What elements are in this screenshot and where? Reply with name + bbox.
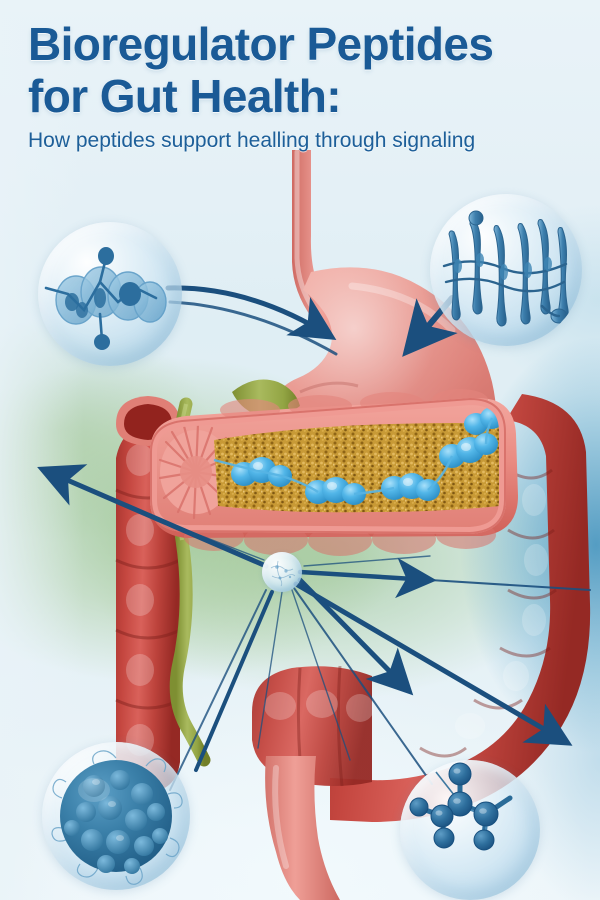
arrow-to-microbe-inset	[194, 590, 274, 772]
organ-rectum	[265, 756, 340, 900]
colon-cutaway-interior	[150, 398, 506, 534]
inset-microbe-cell	[42, 742, 190, 890]
villi-region	[158, 422, 234, 520]
bacteria-highlight	[253, 443, 471, 490]
bacteria-colonies	[231, 407, 504, 505]
inset-amino-sequence	[430, 194, 582, 346]
inset-molecule	[400, 760, 540, 900]
inset-peptide-chain	[38, 222, 182, 366]
flagella	[51, 750, 183, 885]
arrow-to-ascending-colon	[37, 464, 269, 569]
signal-node	[262, 552, 302, 592]
arrow-peptide-to-stomach	[165, 285, 337, 340]
arrow-peptide-to-stomach-secondary	[168, 300, 338, 356]
signal-ray	[175, 525, 431, 761]
poster-header: Bioregulator Peptides for Gut Health: Ho…	[28, 18, 576, 154]
arrow-to-microbe-inset-thin	[169, 589, 267, 791]
microbe-cell-icon	[51, 750, 183, 885]
arrow-to-descending-colon	[297, 557, 437, 599]
bacteria-link-thread	[213, 417, 494, 496]
arrow-to-descending-colon-tail	[429, 579, 591, 591]
page-subtitle: How peptides support healling through si…	[28, 129, 476, 152]
peptide-chain-icon	[44, 247, 167, 350]
page-title-line-1: Bioregulator Peptides	[28, 18, 494, 70]
arrow-to-molecule-inset	[293, 587, 433, 785]
arrow-to-lower-right	[293, 581, 573, 746]
page-title-line-2: for Gut Health:	[28, 70, 342, 122]
molecule-ball-stick-icon	[409, 762, 513, 851]
